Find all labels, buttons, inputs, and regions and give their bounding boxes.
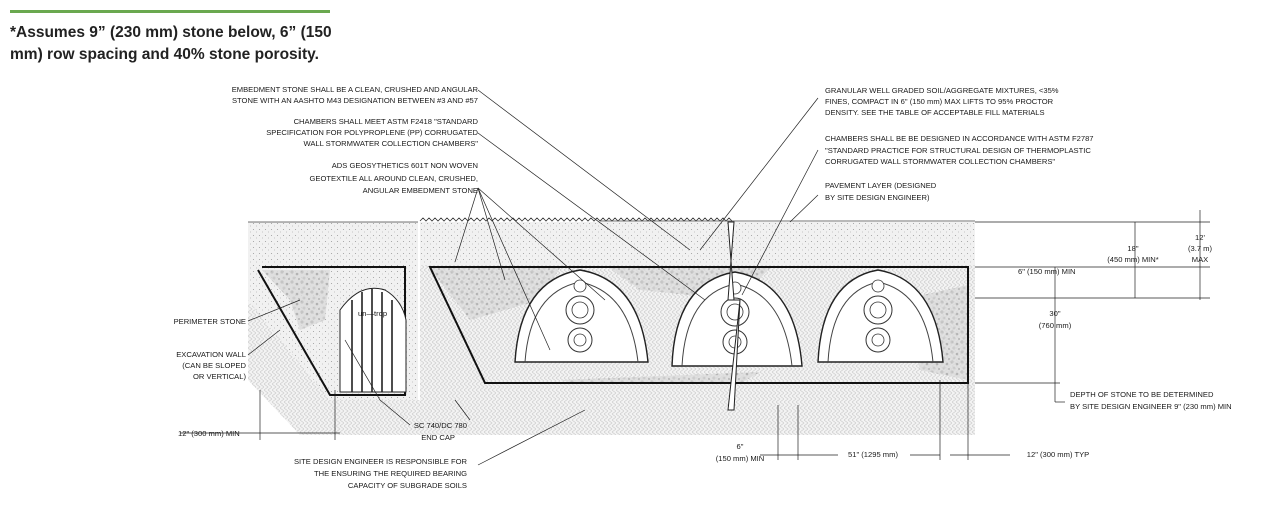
- assumption-note-line-2: mm) row spacing and 40% stone porosity.: [10, 46, 319, 63]
- dim-row-spacing-line-1: 6": [737, 442, 744, 451]
- header-accent-rule: [10, 10, 330, 13]
- callout-excavation: EXCAVATION WALL (CAN BE SLOPED OR VERTIC…: [176, 350, 246, 381]
- section-break-line: [727, 221, 741, 411]
- dim-chamber-height: 30" (760 mm): [1039, 309, 1072, 330]
- dim-row-spacing: 6" (150 mm) MIN: [716, 442, 765, 463]
- chamber-2: [671, 271, 803, 367]
- leader-lines: [247, 89, 819, 466]
- callout-f2418-line-1: CHAMBERS SHALL MEET ASTM F2418 "STANDARD: [294, 117, 479, 126]
- dim-row-spacing-line-2: (150 mm) MIN: [716, 454, 765, 463]
- chamber-1: [514, 269, 649, 363]
- callout-granular: GRANULAR WELL GRADED SOIL/AGGREGATE MIXT…: [825, 86, 1059, 117]
- callout-end-cap-line-1: SC 740/DC 780: [414, 421, 467, 430]
- dim-cover-max: 12' (3.7 m) MAX: [1188, 233, 1213, 264]
- callout-f2787-line-2: "STANDARD PRACTICE FOR STRUCTURAL DESIGN…: [825, 146, 1091, 155]
- dim-chamber-width: 51" (1295 mm): [848, 450, 898, 459]
- callout-granular-line-2: FINES, COMPACT IN 6" (150 mm) MAX LIFTS …: [825, 97, 1054, 106]
- dim-cover-max-line-2: (3.7 m): [1188, 244, 1213, 253]
- chamber-3: [817, 269, 944, 363]
- callout-pavement-line-1: PAVEMENT LAYER (DESIGNED: [825, 181, 937, 190]
- callout-pavement: PAVEMENT LAYER (DESIGNED BY SITE DESIGN …: [825, 181, 937, 202]
- end-cap-marking: un—trop: [358, 309, 387, 318]
- dim-offset-left: 12" (300 mm) MIN: [178, 429, 240, 438]
- callout-pavement-line-2: BY SITE DESIGN ENGINEER): [825, 193, 930, 202]
- callout-granular-line-3: DENSITY. SEE THE TABLE OF ACCEPTABLE FIL…: [825, 108, 1045, 117]
- callout-excavation-line-3: OR VERTICAL): [193, 372, 246, 381]
- dimension-lines: [180, 210, 1210, 460]
- dim-cover-min-line-1: 18": [1127, 244, 1138, 253]
- callout-f2787-line-1: CHAMBERS SHALL BE BE DESIGNED IN ACCORDA…: [825, 134, 1094, 143]
- callout-subgrade-line-3: CAPACITY OF SUBGRADE SOILS: [348, 481, 467, 490]
- pavement-layer: [419, 217, 733, 222]
- dim-cover-max-line-3: MAX: [1192, 255, 1208, 264]
- dim-chamber-height-line-2: (760 mm): [1039, 321, 1072, 330]
- callout-geotextile: ADS GEOSYTHETICS 601T NON WOVEN GEOTEXTI…: [309, 161, 478, 195]
- callout-subgrade-line-2: THE ENSURING THE REQUIRED BEARING: [314, 469, 467, 478]
- backfill-layer: [248, 222, 975, 265]
- callout-excavation-line-2: (CAN BE SLOPED: [182, 361, 246, 370]
- callout-geotextile-line-3: ANGULAR EMBEDMENT STONE: [363, 186, 478, 195]
- callout-subgrade: SITE DESIGN ENGINEER IS RESPONSIBLE FOR …: [294, 457, 468, 490]
- callout-end-cap-line-2: END CAP: [421, 433, 455, 442]
- callout-perimeter-stone: PERIMETER STONE: [174, 317, 246, 326]
- callout-subgrade-line-1: SITE DESIGN ENGINEER IS RESPONSIBLE FOR: [294, 457, 468, 466]
- callout-excavation-line-1: EXCAVATION WALL: [176, 350, 246, 359]
- dim-cover-max-line-1: 12': [1195, 233, 1205, 242]
- callout-f2787-line-3: CORRUGATED WALL STORMWATER COLLECTION CH…: [825, 157, 1055, 166]
- dim-cover-min: 18" (450 mm) MIN*: [1107, 244, 1159, 264]
- assumption-note-line-1: *Assumes 9” (230 mm) stone below, 6” (15…: [10, 24, 332, 41]
- callout-depth-of-stone: DEPTH OF STONE TO BE DETERMINED BY SITE …: [1070, 390, 1232, 411]
- callout-embedment-line-2: STONE WITH AN AASHTO M43 DESIGNATION BET…: [232, 96, 478, 105]
- callout-granular-line-1: GRANULAR WELL GRADED SOIL/AGGREGATE MIXT…: [825, 86, 1059, 95]
- dim-cover-min-line-2: (450 mm) MIN*: [1107, 255, 1159, 264]
- callout-geotextile-line-1: ADS GEOSYTHETICS 601T NON WOVEN: [332, 161, 478, 170]
- callout-astm-f2418: CHAMBERS SHALL MEET ASTM F2418 "STANDARD…: [266, 117, 478, 148]
- callout-astm-f2787: CHAMBERS SHALL BE BE DESIGNED IN ACCORDA…: [825, 134, 1094, 166]
- callout-embedment-line-1: EMBEDMENT STONE SHALL BE A CLEAN, CRUSHE…: [232, 85, 479, 94]
- callout-f2418-line-3: WALL STORMWATER COLLECTION CHAMBERS": [303, 139, 478, 148]
- callout-depth-line-2: BY SITE DESIGN ENGINEER 9" (230 mm) MIN: [1070, 402, 1232, 411]
- callout-end-cap: SC 740/DC 780 END CAP: [414, 421, 467, 442]
- dim-offset-right: 12" (300 mm) TYP: [1027, 450, 1089, 459]
- callout-geotextile-line-2: GEOTEXTILE ALL AROUND CLEAN, CRUSHED,: [309, 174, 478, 183]
- callout-f2418-line-2: SPECIFICATION FOR POLYPROPLENE (PP) CORR…: [266, 128, 478, 137]
- dim-stone-above: 6" (150 mm) MIN: [1018, 267, 1076, 276]
- end-cap: un—trop: [339, 287, 407, 393]
- callout-depth-line-1: DEPTH OF STONE TO BE DETERMINED: [1070, 390, 1214, 399]
- dim-chamber-height-line-1: 30": [1049, 309, 1060, 318]
- callout-embedment: EMBEDMENT STONE SHALL BE A CLEAN, CRUSHE…: [232, 85, 479, 105]
- assumption-note: *Assumes 9” (230 mm) stone below, 6” (15…: [10, 22, 370, 66]
